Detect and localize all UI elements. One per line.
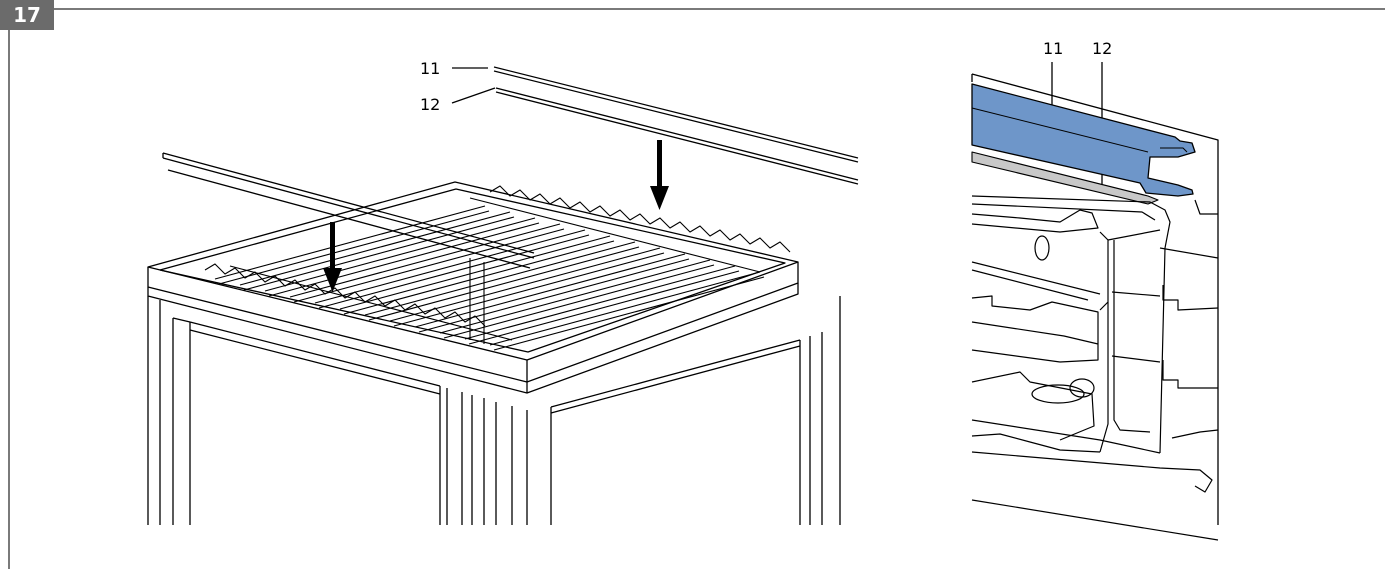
profile-section-view: 11 12 [971,39,1219,541]
louvre-ends [204,185,791,327]
down-arrow-icon [650,140,669,210]
callout-12-label: 12 [420,95,440,114]
figure-frame [8,8,1385,569]
roof-frame [147,181,799,394]
cover-profile-upper [493,66,859,185]
pergola-assembly-view: 11 12 [147,59,859,525]
callout-12-label: 12 [1092,39,1112,58]
louvre-blades [214,197,765,351]
down-arrow-icon [323,222,342,292]
callout-12-leader [451,87,496,104]
callout-11-label: 11 [1043,39,1063,58]
callout-11-label: 11 [420,59,440,78]
cover-profile-left [162,152,535,269]
profile-section-internals [971,195,1219,541]
gasket-highlight [971,151,1159,205]
step-number-badge: 17 [0,0,54,30]
cover-profile-highlight [971,83,1196,197]
posts [147,296,841,525]
